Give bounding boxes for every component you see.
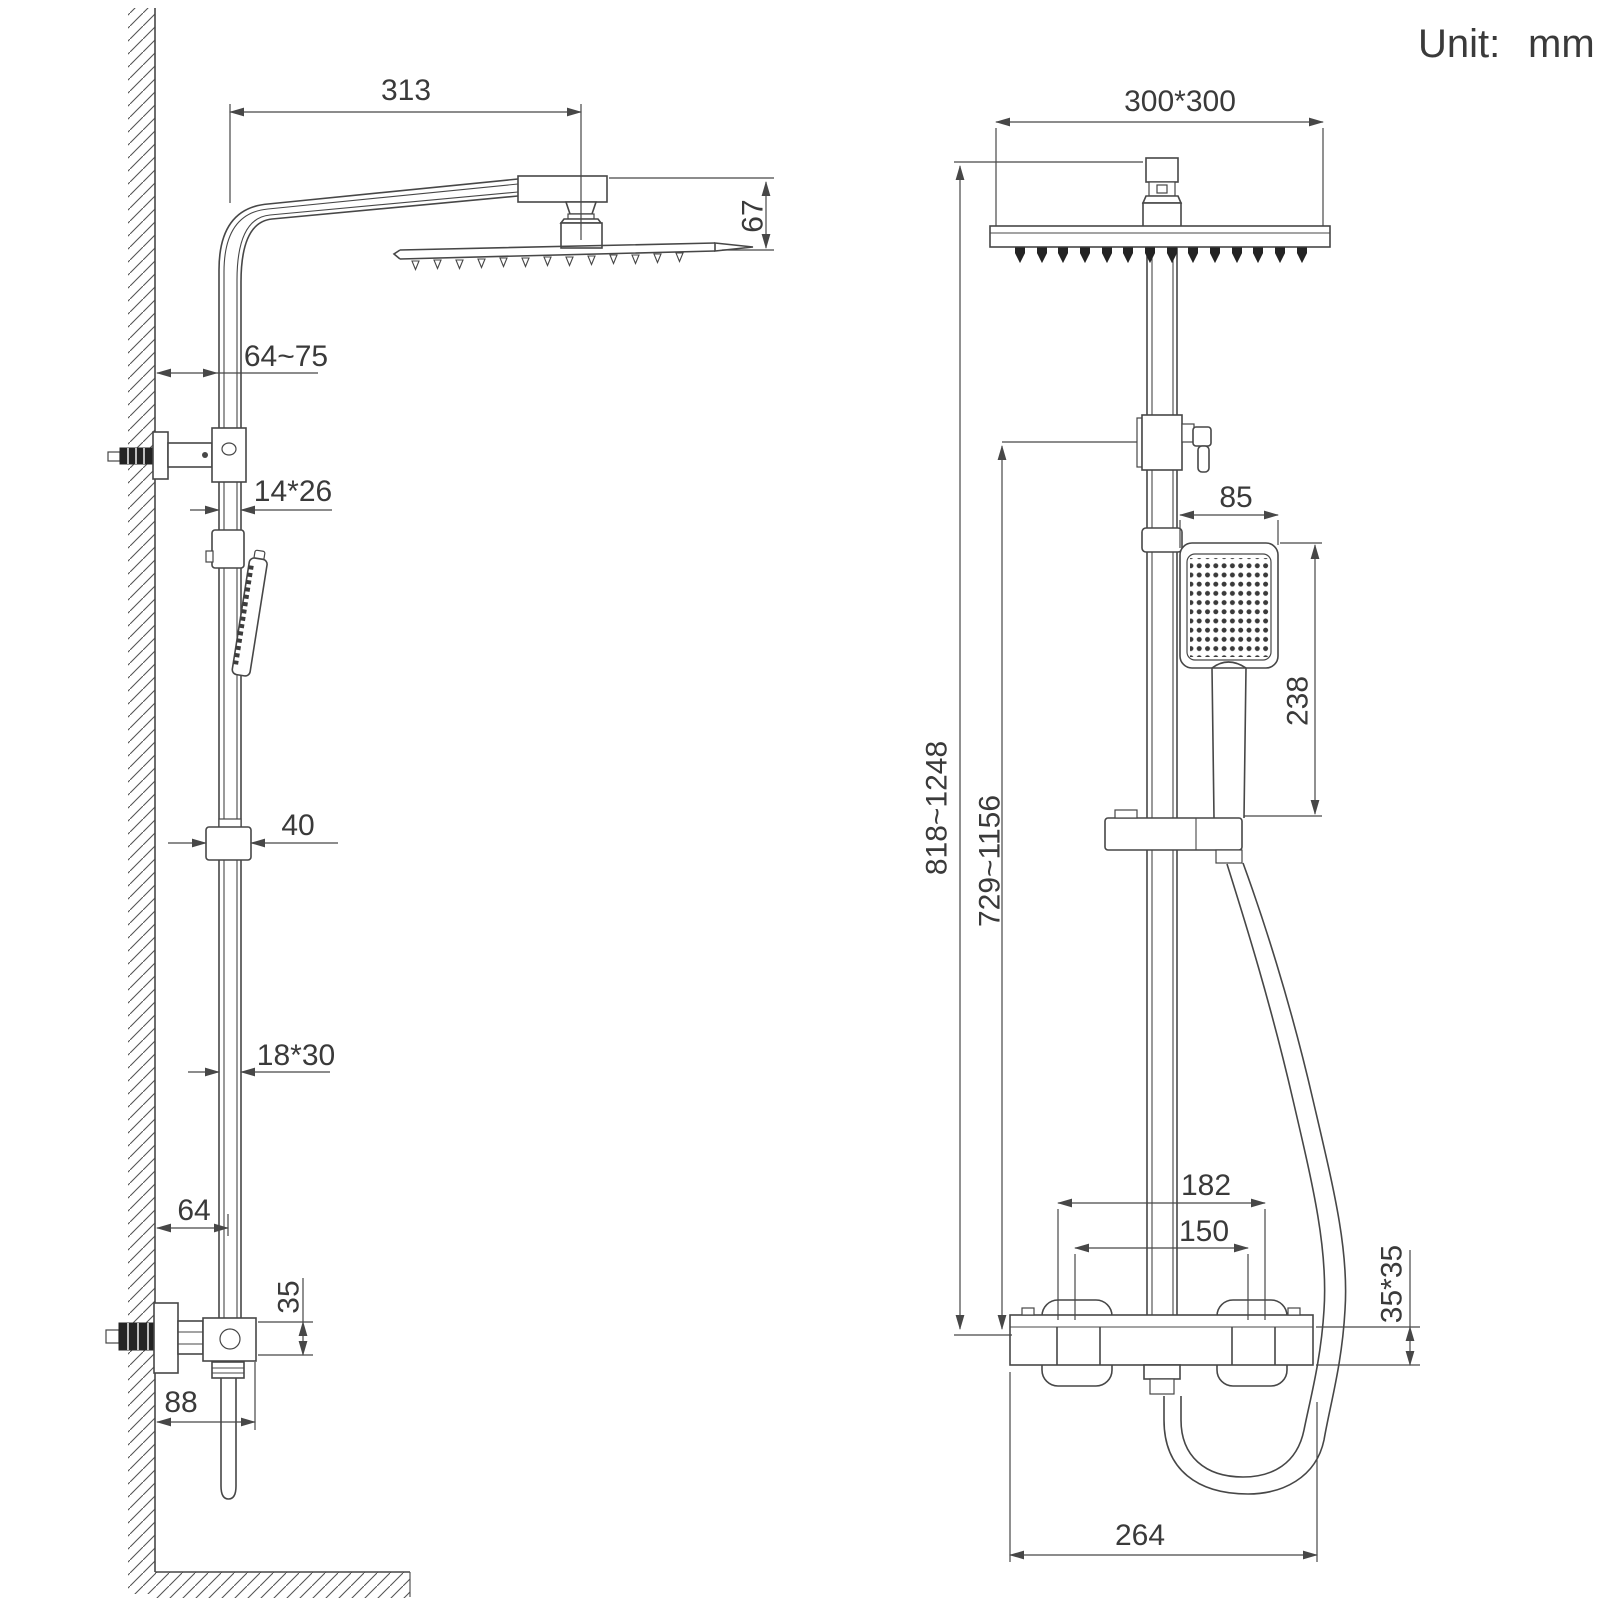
hose-union-lines [212, 1367, 244, 1374]
hose-stub [220, 1378, 237, 1500]
hand-neck-arc [1211, 661, 1247, 669]
riser-outer-lines [218, 505, 242, 1318]
unit-value: mm [1528, 22, 1595, 66]
dim-313-label: 313 [381, 74, 431, 107]
side-view-dimensions: 313 67 64~75 14*26 40 18*30 64 3 [156, 74, 774, 1430]
wall-hatch [128, 8, 155, 1594]
mixer-tab-right [1287, 1307, 1301, 1316]
arm-end-box [517, 175, 608, 203]
bracket-flange [152, 431, 169, 480]
head-stem-base [1142, 202, 1182, 228]
diverter-body [1141, 414, 1183, 471]
mixer-valve [1009, 1299, 1314, 1395]
head-nozzle-teeth [411, 252, 684, 271]
hose-inner-curve [1180, 863, 1326, 1478]
dim-88-label: 88 [164, 1386, 197, 1419]
wall-bracket [107, 427, 247, 483]
unit-label: Unit: [1418, 22, 1500, 66]
head-swivel-flare [1141, 195, 1183, 204]
mixer-outlet-nut [1143, 1364, 1181, 1380]
holder-block [211, 529, 245, 569]
screw-tip [107, 451, 121, 462]
dim-264-label: 264 [1115, 1519, 1165, 1552]
rain-head-side [392, 242, 754, 271]
valve-hex-lines [178, 1331, 203, 1345]
dim-150-label: 150 [1179, 1215, 1229, 1248]
unit-note: Unit: mm [1418, 22, 1595, 66]
diverter-knob [1192, 426, 1212, 447]
floor-hatch [155, 1572, 410, 1598]
valve-hex-nut [177, 1320, 204, 1355]
bracket-knob [221, 442, 237, 456]
holder-notch [205, 550, 214, 563]
wand-nozzle-strip [233, 565, 254, 665]
pipe-outer-lines [218, 178, 519, 505]
dim-35-label: 35 [273, 1280, 306, 1313]
mixer-bar [1009, 1314, 1314, 1366]
valve-screw-knurl [118, 1322, 155, 1351]
hose-outer-curve [1163, 862, 1347, 1495]
shelf-tab [1114, 809, 1138, 819]
shelf-bar [1104, 817, 1243, 851]
dim-1830-label: 18*30 [257, 1039, 335, 1072]
dim-85-label: 85 [1219, 481, 1252, 514]
handle-hose-nut [1215, 849, 1243, 864]
head-plate-tip [714, 242, 754, 252]
valve-wall-flange [153, 1302, 179, 1374]
side-view: 313 67 64~75 14*26 40 18*30 64 3 [105, 8, 774, 1598]
head-swivel-key [1156, 184, 1168, 194]
hand-handle-lines [1211, 667, 1247, 819]
mixer-tab-left [1021, 1307, 1035, 1316]
hand-shower-side [205, 529, 268, 677]
diverter [1136, 414, 1212, 473]
hand-shower-front [1104, 527, 1279, 864]
hand-face-dots [1190, 558, 1269, 657]
dim-6475-label: 64~75 [244, 340, 328, 373]
dim-238-label: 238 [1282, 676, 1315, 726]
head-plate-lines [392, 242, 716, 260]
supply-valve-side [105, 1302, 257, 1500]
dim-64-label: 64 [177, 1194, 210, 1227]
dim-300300-label: 300*300 [1124, 85, 1236, 118]
valve-screw-lines [127, 1323, 149, 1350]
valve-port-circle [219, 1328, 241, 1350]
front-view-dimensions: 300*300 818~1248 729~1156 85 238 182 15 [921, 85, 1420, 1562]
head-nozzle-drops [1015, 247, 1307, 264]
dim-1426-label: 14*26 [254, 475, 332, 508]
slider-block [205, 818, 252, 861]
riser-inner-lines [1151, 247, 1174, 1315]
pipe-inner-lines [223, 183, 519, 505]
rain-head-front [989, 157, 1331, 264]
dim-182-label: 182 [1181, 1169, 1231, 1202]
riser-inner-lines [223, 505, 238, 1318]
holder-ring [1141, 527, 1183, 553]
wand-tilted [231, 549, 268, 677]
handle-stem-lines [1056, 1327, 1276, 1365]
dim-3535-label: 35*35 [1376, 1245, 1409, 1323]
head-plate [989, 225, 1331, 248]
slider-body [205, 826, 252, 861]
bracket-bolt-dot [202, 452, 208, 458]
valve-screw-stem [105, 1329, 120, 1344]
wand-body [231, 557, 268, 677]
dim-67-label: 67 [737, 199, 770, 232]
dim-40-label: 40 [281, 809, 314, 842]
dim-818-label: 818~1248 [921, 741, 954, 875]
head-swivel-top [1145, 157, 1179, 183]
mixer-outlet-stub [1149, 1378, 1175, 1395]
dim-729-label: 729~1156 [974, 795, 1007, 927]
screw-knurl-lines [127, 448, 145, 464]
front-view: 300*300 818~1248 729~1156 85 238 182 15 [921, 85, 1420, 1562]
hose-union-nut [211, 1361, 245, 1379]
diverter-lever [1197, 445, 1210, 473]
